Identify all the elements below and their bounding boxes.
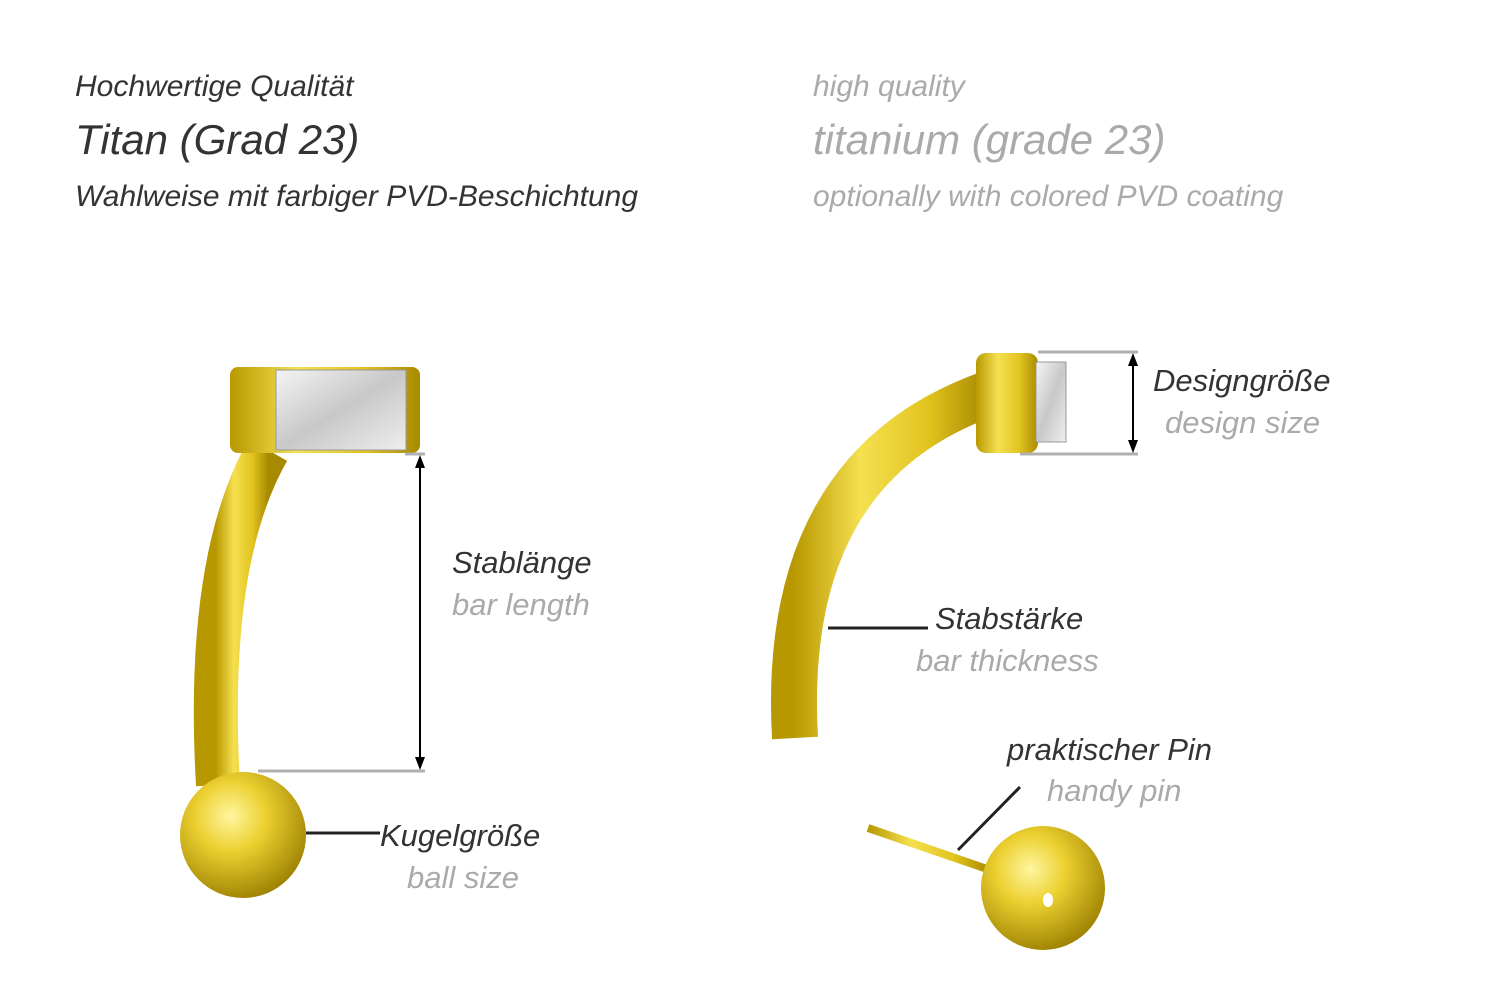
bar-length-label-en: bar length [452,587,590,622]
bar-thickness-label-en: bar thickness [916,643,1099,678]
gem [275,369,407,451]
pin-pointer [956,785,1022,852]
ball-size-label-en: ball size [407,860,519,895]
curved-barbell-right [771,353,1067,740]
bar-thickness-label: Stabstärke [935,601,1084,636]
design-size-label: Designgröße [1153,363,1331,398]
handy-pin-label-en: handy pin [1047,773,1182,808]
ball [180,772,306,898]
design-size-label-en: design size [1165,405,1321,440]
gem [1035,361,1067,443]
setting [976,353,1038,453]
header-de-line1: Hochwertige Qualität [75,70,354,103]
handy-pin-label: praktischer Pin [1007,732,1213,767]
bar-length-label: Stablänge [452,545,592,580]
header-de-line2: Titan (Grad 23) [75,116,360,163]
bar [193,439,288,787]
curved-barbell-left [180,367,420,898]
pin-ball [866,824,1105,950]
header-en-line1: high quality [813,70,965,103]
header-de-line3: Wahlweise mit farbiger PVD-Beschichtung [75,180,639,213]
header-en-line3: optionally with colored PVD coating [813,180,1284,213]
header-en-line2: titanium (grade 23) [813,116,1166,163]
bar [771,373,994,740]
ball-size-label: Kugelgröße [380,818,541,853]
